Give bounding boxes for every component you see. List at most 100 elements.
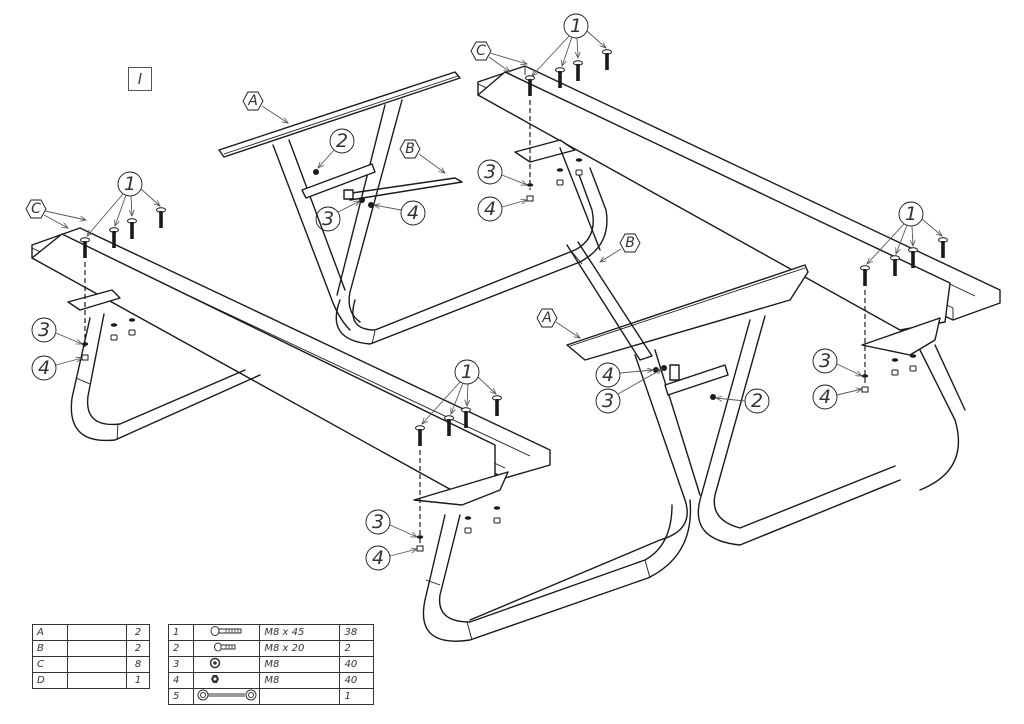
hw-size: M8 — [259, 656, 341, 673]
svg-text:4: 4 — [819, 386, 831, 408]
callout-1-mid-right: 1 — [867, 201, 942, 264]
svg-text:A: A — [247, 93, 258, 109]
label-A-front: A — [536, 308, 580, 338]
callout-1-left: 1 — [87, 171, 160, 236]
part-desc — [67, 672, 127, 689]
nut-icon — [193, 672, 261, 689]
svg-text:4: 4 — [484, 198, 496, 220]
part-qty: 8 — [126, 656, 150, 673]
callout-1-top-right: 1 — [532, 13, 606, 76]
label-C-top-right: C — [470, 41, 527, 72]
label-B-back: B — [399, 139, 445, 173]
hw-qty: 1 — [339, 688, 374, 705]
part-letter: D — [32, 672, 68, 689]
hw-size: M8 x 45 — [259, 624, 341, 641]
svg-text:3: 3 — [322, 208, 334, 230]
svg-text:3: 3 — [372, 511, 384, 533]
svg-text:2: 2 — [336, 130, 348, 152]
label-B-front: B — [600, 233, 641, 262]
callout-3-left: 3 — [31, 317, 82, 344]
svg-text:B: B — [405, 141, 415, 157]
part-qty: 2 — [126, 640, 150, 657]
callout-3-bottom: 3 — [365, 509, 417, 537]
callout-3-back: 3 — [315, 201, 360, 232]
table-row: 3 M8 40 — [167, 656, 374, 673]
hw-num: 5 — [167, 688, 195, 705]
carriage-bolt-long-icon — [193, 624, 261, 641]
part-letter: C — [32, 656, 68, 673]
callout-3-top-right: 3 — [477, 159, 527, 185]
part-desc — [67, 656, 127, 673]
svg-text:4: 4 — [407, 202, 419, 224]
label-A-back: A — [242, 91, 288, 123]
callout-2-front: 2 — [716, 388, 770, 414]
bench-left — [31, 227, 551, 506]
sheet-label: I — [128, 67, 152, 91]
callout-4-top-right: 4 — [477, 196, 527, 222]
svg-text:1: 1 — [461, 361, 473, 383]
svg-text:C: C — [31, 201, 41, 217]
washer-icon — [193, 656, 261, 673]
svg-text:C: C — [476, 43, 486, 59]
frame-front — [469, 241, 901, 621]
bolt-group-top-right — [525, 49, 612, 190]
hw-qty: 40 — [339, 672, 374, 689]
hw-qty: 2 — [339, 640, 374, 657]
part-qty: 1 — [126, 672, 150, 689]
callout-4-back: 4 — [374, 200, 426, 226]
hw-num: 1 — [167, 624, 195, 641]
svg-text:1: 1 — [124, 173, 136, 195]
part-desc — [67, 640, 127, 657]
svg-text:2: 2 — [751, 390, 763, 412]
hardware-table: 1 M8 x 45 38 2 M8 x 20 2 3 M8 40 4 M8 40… — [167, 624, 374, 705]
svg-text:3: 3 — [819, 350, 831, 372]
callout-4-left: 4 — [31, 355, 82, 381]
bench-right — [477, 65, 1001, 491]
svg-text:3: 3 — [484, 161, 496, 183]
callout-4-bottom: 4 — [365, 545, 417, 571]
hw-size — [259, 688, 341, 705]
wrench-icon — [193, 688, 261, 705]
callout-4-mid-right: 4 — [812, 384, 862, 410]
bolt-group-left — [80, 207, 166, 350]
table-row: 2 M8 x 20 2 — [167, 640, 374, 657]
callout-3-mid-right: 3 — [812, 348, 862, 376]
svg-text:4: 4 — [38, 357, 50, 379]
carriage-bolt-short-icon — [193, 640, 261, 657]
svg-text:A: A — [541, 310, 552, 326]
hw-qty: 38 — [339, 624, 374, 641]
table-row: 5 1 — [167, 688, 374, 705]
callout-2-back: 2 — [318, 128, 355, 168]
part-letter: A — [32, 624, 68, 641]
callout-4-front: 4 — [595, 362, 653, 388]
svg-text:1: 1 — [570, 15, 582, 37]
frame-back-left — [218, 71, 608, 345]
callout-3-front: 3 — [595, 369, 662, 414]
hw-size: M8 x 20 — [259, 640, 341, 657]
svg-text:3: 3 — [602, 390, 614, 412]
frame-bottom-front — [422, 499, 692, 642]
part-qty: 2 — [126, 624, 150, 641]
hw-num: 3 — [167, 656, 195, 673]
svg-text:4: 4 — [372, 547, 384, 569]
label-C-left: C — [25, 199, 86, 228]
svg-text:1: 1 — [905, 203, 917, 225]
part-letter: B — [32, 640, 68, 657]
svg-text:3: 3 — [38, 319, 50, 341]
table-row: 4 M8 40 — [167, 672, 374, 689]
hw-size: M8 — [259, 672, 341, 689]
part-desc — [67, 624, 127, 641]
washer-nut-stacks — [81, 183, 869, 552]
hw-num: 4 — [167, 672, 195, 689]
table-row: 1 M8 x 45 38 — [167, 624, 374, 641]
hw-num: 2 — [167, 640, 195, 657]
callout-1-bottom: 1 — [422, 359, 496, 424]
svg-text:B: B — [625, 235, 635, 251]
svg-text:4: 4 — [602, 364, 614, 386]
